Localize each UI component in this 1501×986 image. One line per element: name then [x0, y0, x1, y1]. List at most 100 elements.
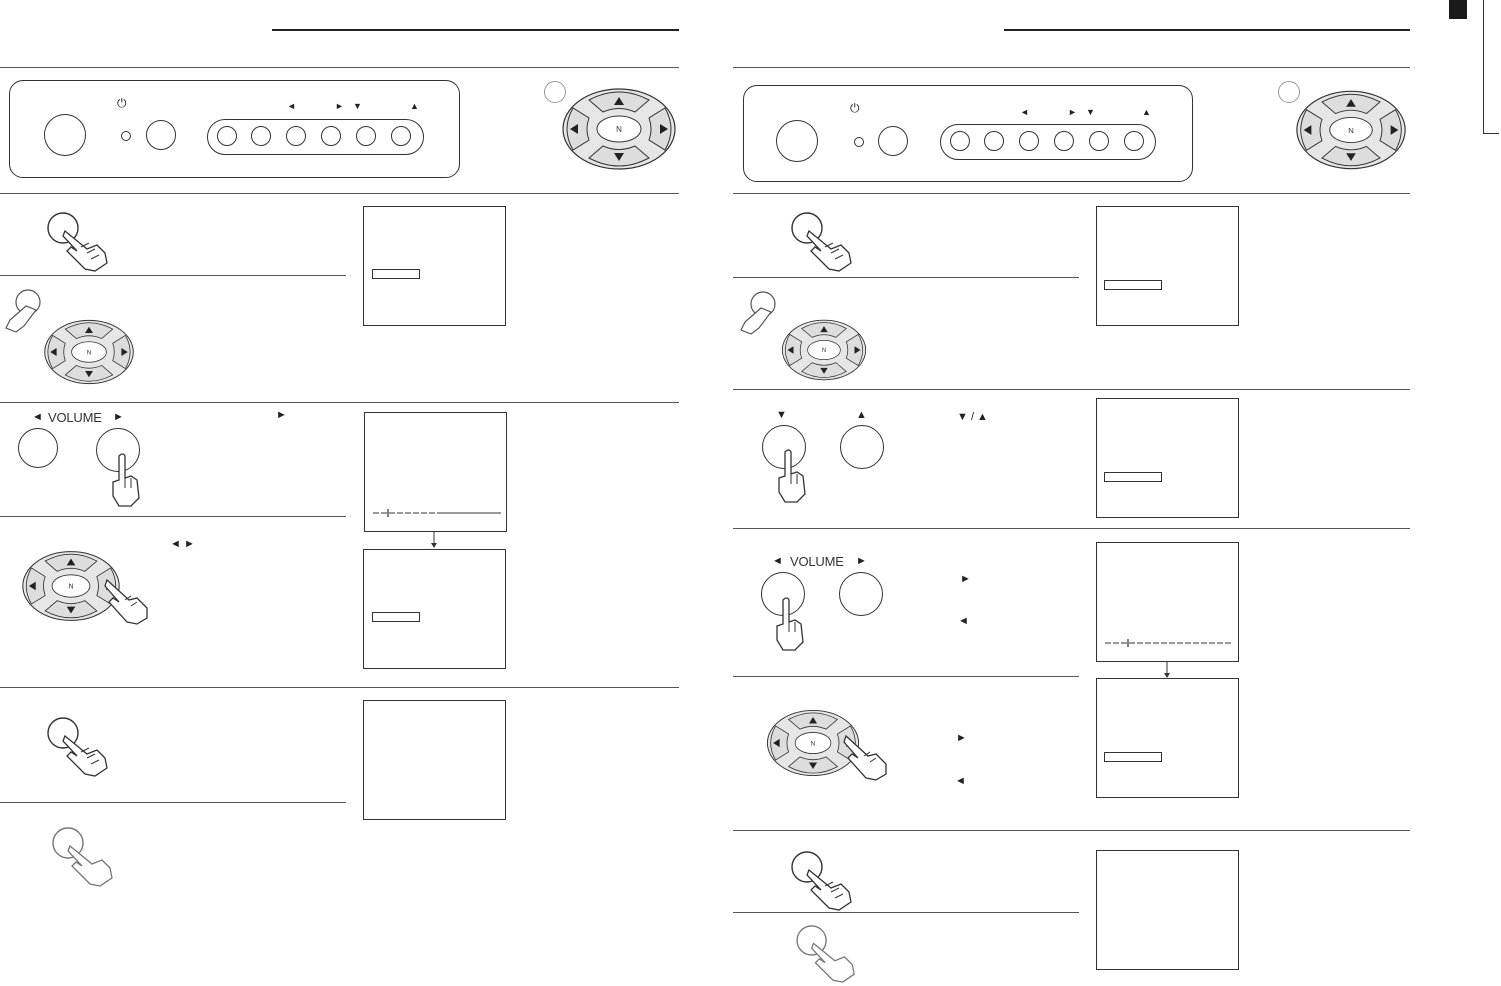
nav-pad-top-left[interactable]: N — [559, 86, 679, 172]
nav-pad-step-2-right[interactable]: N — [775, 318, 873, 382]
standby-indicator — [121, 131, 131, 141]
left-arrow-icon: ◄ — [1020, 107, 1029, 117]
osd-screen-8 — [1096, 678, 1239, 798]
osd-highlight — [372, 269, 420, 279]
hand-on-right-icon — [104, 578, 148, 625]
hand-press-icon — [47, 717, 108, 777]
volume-label: VOLUME — [790, 554, 844, 569]
main-power-button[interactable] — [776, 120, 818, 162]
volume-up-button[interactable] — [839, 572, 883, 616]
hand-press-icon — [791, 851, 852, 911]
hand-press-grey-icon — [796, 925, 855, 983]
osd-highlight — [1104, 280, 1162, 290]
panel-button-2[interactable] — [251, 126, 271, 146]
tv-front-panel-left: ⏻ ◄ ► ▼ ▲ — [9, 80, 460, 178]
panel-button-4[interactable] — [321, 126, 341, 146]
hand-pointer-icon — [778, 449, 806, 503]
volume-right-icon: ► — [113, 411, 124, 423]
level-bar — [1105, 639, 1233, 647]
header-rule-right — [1004, 29, 1410, 31]
panel-button-5[interactable] — [356, 126, 376, 146]
standby-indicator — [854, 137, 864, 147]
left-rule-3 — [0, 402, 679, 403]
panel-button-2[interactable] — [984, 131, 1004, 151]
panel-button-6[interactable] — [391, 126, 411, 146]
left-arrow-icon: ◄ — [287, 101, 296, 111]
left-step-rule-c — [0, 802, 346, 803]
hand-pointer-icon — [776, 597, 804, 651]
main-power-button[interactable] — [44, 114, 86, 156]
power-icon: ⏻ — [850, 101, 860, 115]
right-arrow-note: ► — [960, 573, 971, 585]
panel-button-5[interactable] — [1089, 131, 1109, 151]
up-arrow-icon: ▲ — [1142, 107, 1151, 117]
tv-front-panel-right: ⏻ ◄ ► ▼ ▲ — [743, 85, 1193, 182]
osd-screen-6 — [1096, 398, 1239, 518]
right-arrow-icon: ► — [335, 101, 344, 111]
hand-press-grey-icon — [52, 827, 113, 887]
down-arrow-icon: ▼ — [1086, 107, 1095, 117]
down-up-arrows-note: ▼ / ▲ — [957, 411, 988, 423]
remote-indicator-left — [544, 81, 566, 103]
left-right-arrows-note: ◄ ► — [170, 538, 195, 550]
volume-up-button[interactable] — [96, 428, 140, 472]
nav-pad-step-5-right[interactable]: N — [764, 708, 862, 778]
osd-screen-4 — [363, 700, 506, 820]
nav-pad-step-2[interactable]: N — [41, 318, 137, 386]
nav-center-label: N — [811, 740, 816, 747]
language-tab-marker — [1449, 0, 1467, 19]
panel-button-3[interactable] — [1019, 131, 1039, 151]
down-flow-arrow — [1164, 661, 1170, 678]
down-arrow-icon: ▼ — [353, 101, 362, 111]
nav-pad-top-right[interactable]: N — [1293, 88, 1409, 172]
nav-center-label: N — [69, 584, 74, 591]
volume-right-icon: ► — [856, 555, 867, 567]
control-button-strip — [207, 119, 424, 155]
osd-screen-9 — [1096, 850, 1239, 970]
standby-button[interactable] — [146, 120, 176, 150]
right-rule-1 — [733, 67, 1410, 68]
channel-up-button[interactable] — [840, 425, 884, 469]
right-step-rule-a — [733, 277, 1079, 278]
panel-button-3[interactable] — [286, 126, 306, 146]
volume-label: VOLUME — [48, 410, 102, 425]
osd-screen-3 — [363, 549, 506, 669]
power-icon: ⏻ — [117, 96, 127, 110]
left-rule-2 — [0, 193, 679, 194]
panel-button-6[interactable] — [1124, 131, 1144, 151]
left-arrow-note: ◄ — [958, 615, 969, 627]
left-arrow-note: ◄ — [955, 775, 966, 787]
hand-small-icon — [5, 289, 41, 333]
nav-center-label: N — [87, 349, 92, 356]
hand-small-icon — [740, 291, 776, 335]
left-rule-4 — [0, 687, 679, 688]
down-arrow-label: ▼ — [776, 409, 787, 421]
left-step-rule-b — [0, 516, 346, 517]
panel-button-1[interactable] — [217, 126, 237, 146]
left-step-rule-a — [0, 275, 346, 276]
down-flow-arrow — [431, 531, 437, 548]
right-arrow-icon: ► — [1068, 107, 1077, 117]
right-rule-5 — [733, 830, 1410, 831]
nav-center-label: N — [1348, 126, 1354, 135]
hand-on-right-icon — [843, 734, 887, 781]
panel-button-1[interactable] — [950, 131, 970, 151]
volume-left-icon: ◄ — [772, 555, 783, 567]
channel-down-button[interactable] — [762, 425, 806, 469]
up-arrow-icon: ▲ — [410, 101, 419, 111]
side-bracket — [1483, 0, 1499, 134]
volume-down-button[interactable] — [18, 428, 58, 468]
osd-highlight — [1104, 472, 1162, 482]
right-rule-3 — [733, 389, 1410, 390]
right-rule-4 — [733, 528, 1410, 529]
nav-center-label: N — [616, 125, 622, 134]
remote-indicator-right — [1278, 81, 1300, 103]
osd-highlight — [1104, 752, 1162, 762]
panel-button-4[interactable] — [1054, 131, 1074, 151]
right-rule-2 — [733, 193, 1410, 194]
left-rule-1 — [0, 67, 679, 68]
right-step-rule-c — [733, 912, 1079, 913]
osd-screen-7 — [1096, 542, 1239, 662]
standby-button[interactable] — [878, 126, 908, 156]
nav-pad-step-4[interactable]: N — [19, 549, 123, 623]
